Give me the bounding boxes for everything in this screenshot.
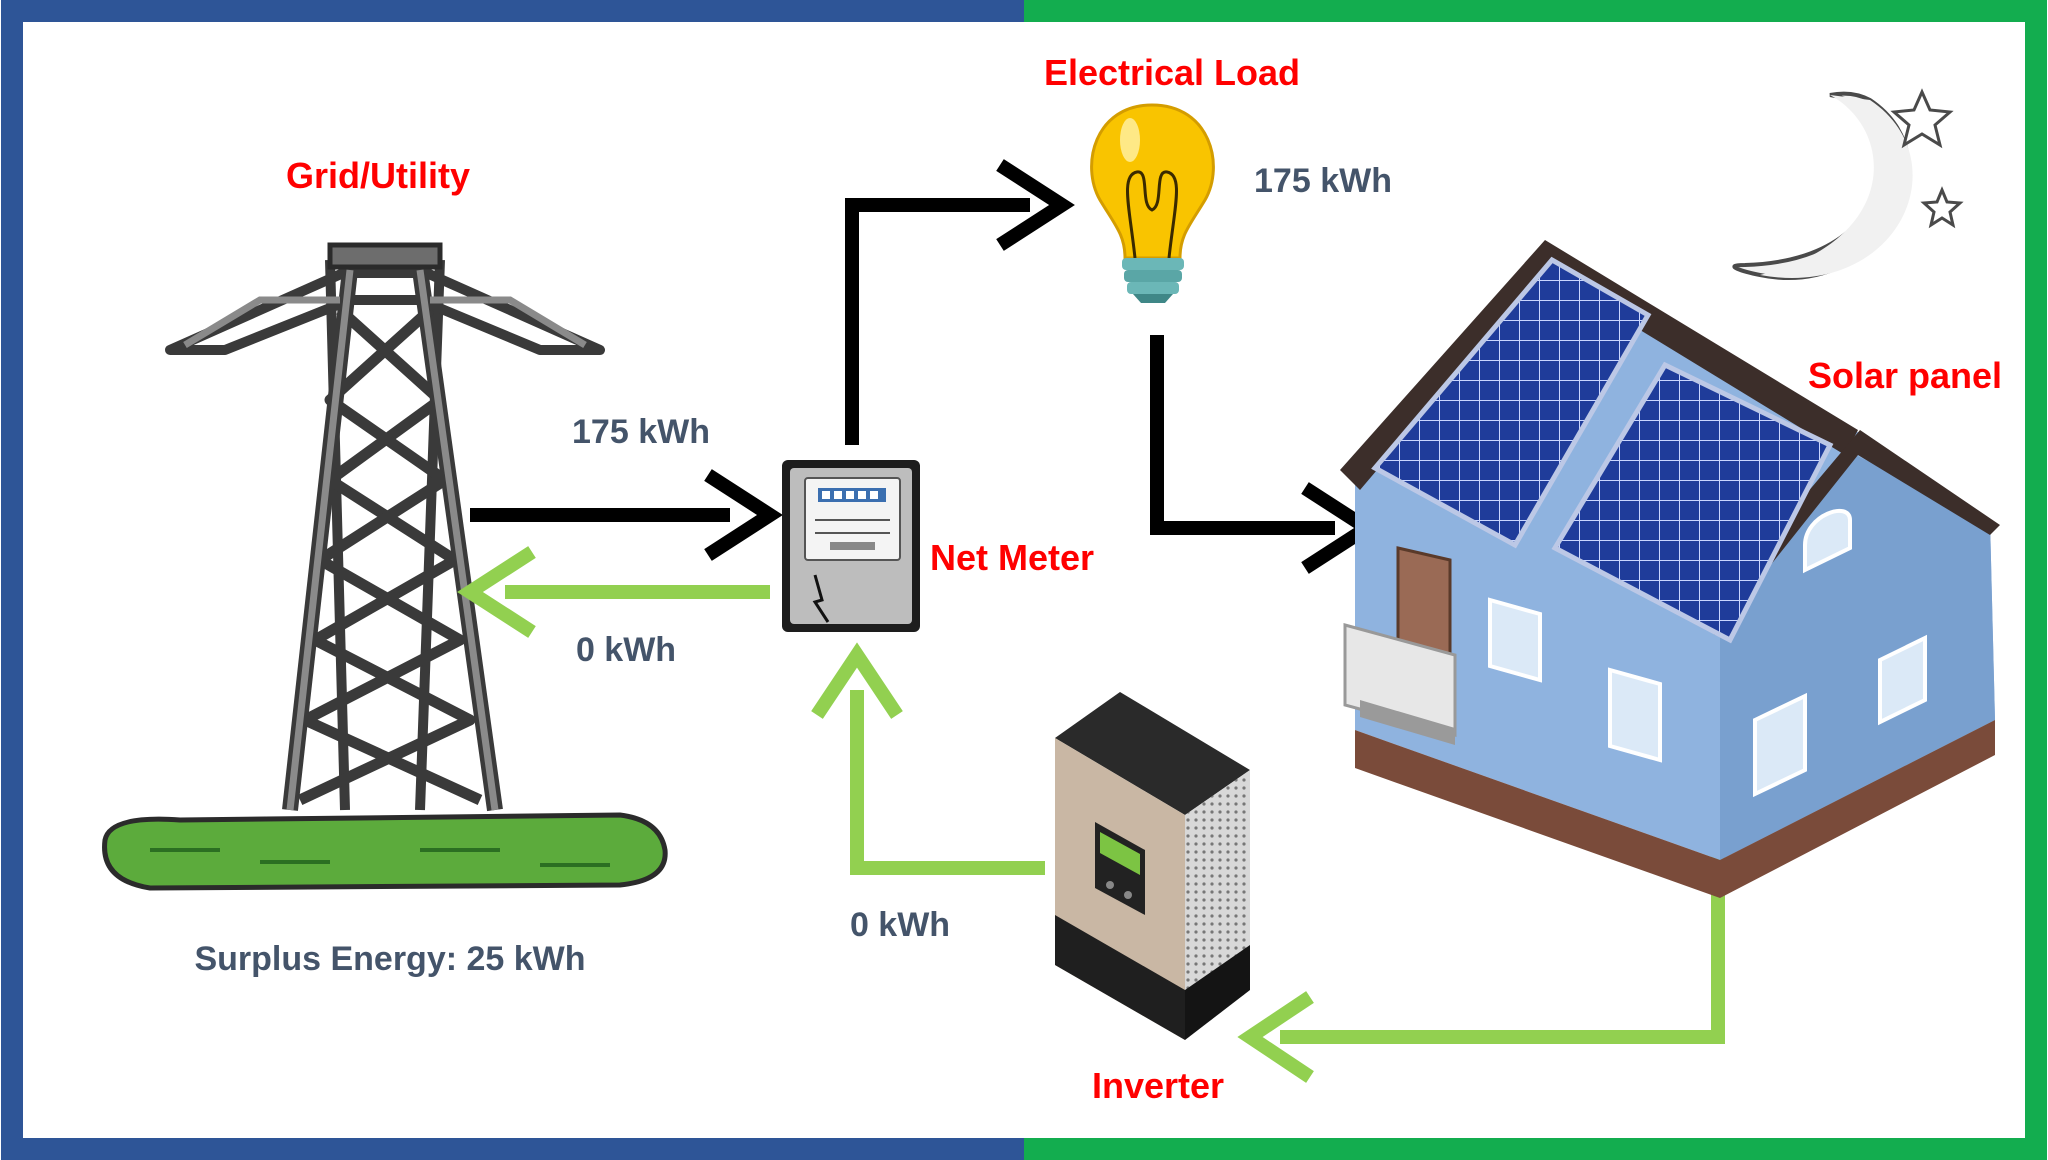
transmission-tower-icon (102, 242, 668, 891)
inverter-to-meter-value: 0 kWh (850, 906, 950, 944)
flow-arrow-grid-to-meter (470, 469, 783, 561)
inverter-icon (1055, 692, 1250, 1040)
star-icon (1890, 88, 1964, 229)
net-meter-icon (782, 460, 920, 632)
house-icon (1340, 240, 2000, 898)
solar-panel-icon (1371, 256, 1834, 644)
surplus-energy-label: Surplus Energy: 25 kWh (194, 940, 585, 978)
grid-to-meter-value: 175 kWh (572, 413, 710, 451)
meter-to-grid-value: 0 kWh (576, 631, 676, 669)
light-bulb-icon (1090, 103, 1215, 303)
load-value: 175 kWh (1254, 162, 1392, 200)
flow-arrow-meter-to-grid (457, 546, 770, 638)
moon-icon (1732, 91, 1913, 280)
electrical-load-label: Electrical Load (1044, 52, 1300, 93)
flow-arrow-inverter-to-meter (811, 642, 1045, 875)
solar-panel-label: Solar panel (1808, 355, 2002, 396)
grid-utility-label: Grid/Utility (286, 155, 470, 196)
inverter-label: Inverter (1092, 1065, 1224, 1106)
net-meter-label: Net Meter (930, 537, 1094, 578)
flow-arrow-meter-to-load (845, 159, 1075, 445)
